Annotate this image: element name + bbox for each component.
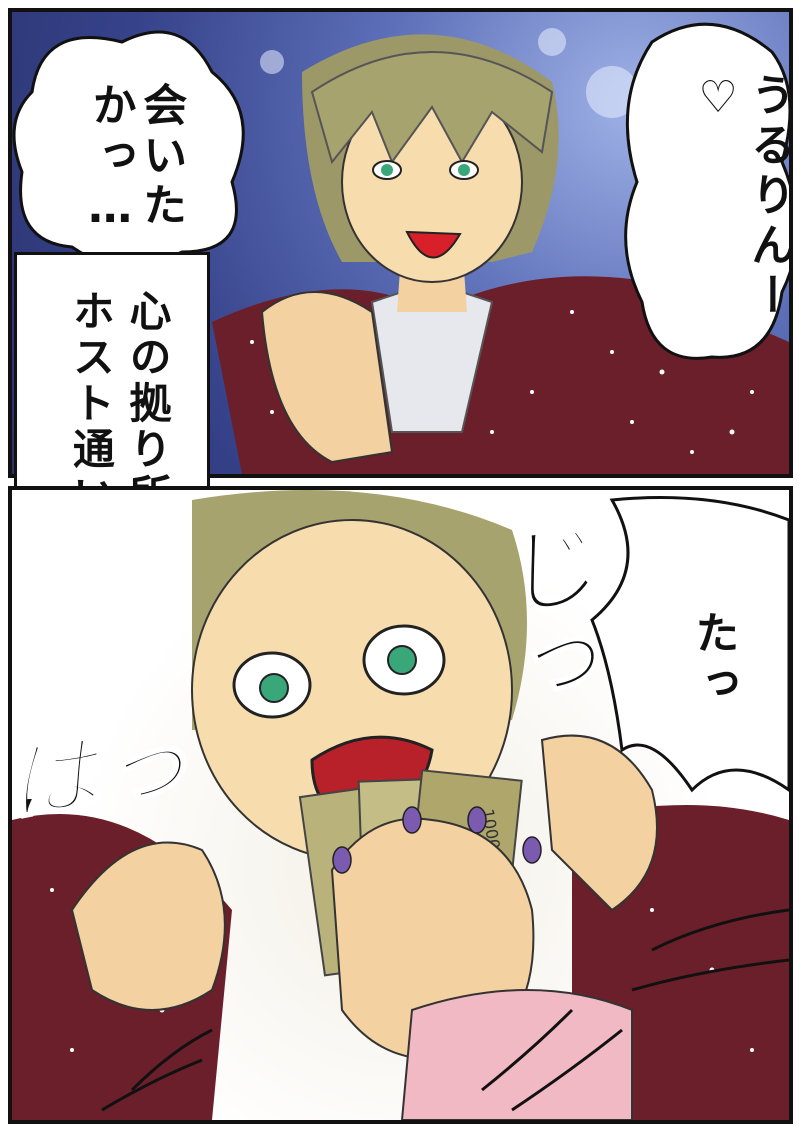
panel-top-art (12, 22, 789, 474)
panel-top: 会いた かっ… うるりんー♡ (8, 8, 793, 478)
shout-bubble-right (590, 496, 789, 793)
panel-bottom: 1000 じっ ばっ たっ (8, 486, 793, 1124)
sfx-dash: じっ (489, 511, 603, 721)
speech-right-text: うるりんー♡ (692, 72, 793, 322)
speech-bubble-left (12, 30, 245, 268)
panel-bottom-art: 1000 (12, 490, 789, 1120)
speech-left-text: 会いた かっ… (84, 82, 187, 239)
speech-bubble-right (624, 22, 789, 360)
speech-bottom-right-text: たっ (687, 610, 739, 710)
